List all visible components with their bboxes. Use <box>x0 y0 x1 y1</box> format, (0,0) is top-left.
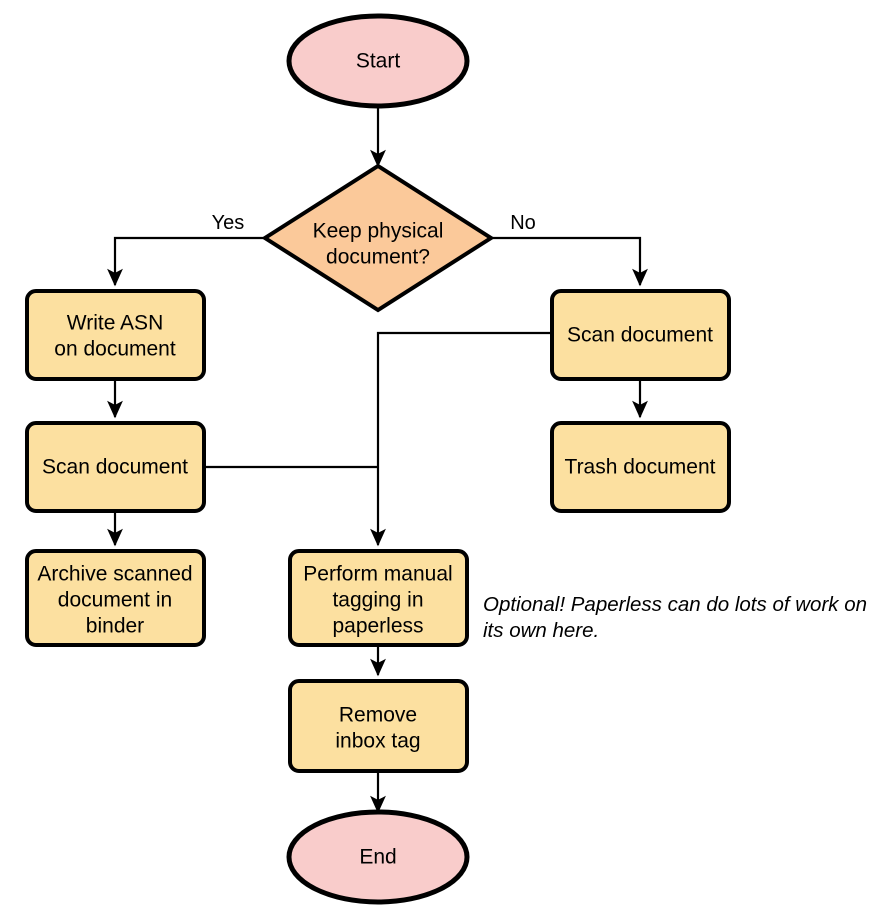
tagging-label-line2: tagging in <box>332 589 423 612</box>
node-decision-keep-physical-document[interactable]: Keep physical document? <box>261 163 495 313</box>
write-asn-label-line2: on document <box>54 338 176 361</box>
decision-label-line1: Keep physical <box>313 220 444 243</box>
decision-diamond <box>261 163 495 313</box>
node-start[interactable]: Start <box>286 13 470 109</box>
scan-document-left-box <box>25 421 206 513</box>
start-label: Start <box>356 50 401 73</box>
tagging-box <box>288 549 469 647</box>
remove-inbox-label-line2: inbox tag <box>335 730 420 753</box>
write-asn-label-line1: Write ASN <box>67 312 163 335</box>
annotation-optional-note: Optional! Paperless can do lots of work … <box>483 593 867 642</box>
node-scan-document-right[interactable]: Scan document <box>550 289 731 381</box>
scan-document-right-box <box>550 289 731 381</box>
decision-label-line2: document? <box>326 246 430 269</box>
trash-document-box <box>550 421 731 513</box>
edge-decision-yes-to-write-asn <box>107 236 265 287</box>
archive-box <box>25 549 206 647</box>
remove-inbox-label-line1: Remove <box>339 704 417 727</box>
node-perform-manual-tagging[interactable]: Perform manual tagging in paperless <box>288 549 469 647</box>
node-trash-document[interactable]: Trash document <box>550 421 731 513</box>
archive-label-line2: document in <box>58 589 172 612</box>
optional-note-line2: its own here. <box>483 619 599 642</box>
tagging-label-line3: paperless <box>332 615 423 638</box>
archive-label-line3: binder <box>86 615 144 638</box>
node-write-asn-on-document[interactable]: Write ASN on document <box>25 289 206 381</box>
scan-document-left-label: Scan document <box>42 456 188 479</box>
start-ellipse <box>286 13 470 109</box>
scan-document-right-label: Scan document <box>567 324 713 347</box>
end-label: End <box>359 846 396 869</box>
end-ellipse <box>286 809 470 905</box>
remove-inbox-box <box>288 679 469 773</box>
node-remove-inbox-tag[interactable]: Remove inbox tag <box>288 679 469 773</box>
edge-scan-right-to-tagging <box>370 331 552 547</box>
optional-note-line1: Optional! Paperless can do lots of work … <box>483 593 867 616</box>
node-end[interactable]: End <box>286 809 470 905</box>
archive-label-line1: Archive scanned <box>37 563 192 586</box>
write-asn-box <box>25 289 206 381</box>
edge-label-no: No <box>510 212 536 234</box>
tagging-label-line1: Perform manual <box>303 563 452 586</box>
edge-decision-no-to-scan-right <box>491 236 648 287</box>
edge-label-yes: Yes <box>212 212 245 234</box>
trash-document-label: Trash document <box>565 456 716 479</box>
node-archive-scanned-document[interactable]: Archive scanned document in binder <box>25 549 206 647</box>
node-scan-document-left[interactable]: Scan document <box>25 421 206 513</box>
